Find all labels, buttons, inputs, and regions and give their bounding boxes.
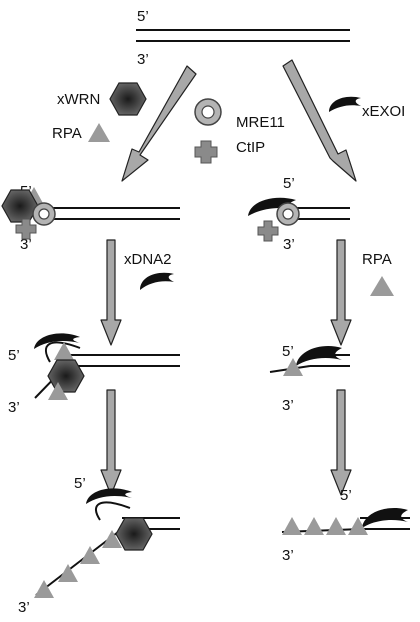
arrow-to-left-branch [121, 65, 197, 182]
right-stage2: 5’ 3’ [269, 343, 350, 414]
right-rpa-label: RPA [362, 251, 392, 268]
left-stage3: 5’ 3’ [18, 475, 180, 616]
exonuclease-crescent-icon [329, 96, 361, 112]
mre11-ring-icon [276, 202, 300, 226]
legend-rpa-label: RPA [52, 125, 82, 142]
right-arrow-1 [330, 239, 352, 346]
top-three-label: 3’ [137, 51, 149, 68]
ctip-cross-icon [257, 220, 279, 242]
exonuclease-crescent-icon [296, 346, 342, 366]
rpa-triangle-icon [304, 517, 324, 535]
right-stage3-five-label: 5’ [340, 487, 352, 504]
legend-xexoi-label: xEXOI [362, 103, 405, 120]
left-stage3-three-label: 3’ [18, 599, 30, 616]
legend-ctip-label: CtIP [236, 139, 265, 156]
helicase-hexagon-icon [109, 82, 147, 116]
mre11-ring-icon [32, 202, 56, 226]
exonuclease-crescent-icon [248, 197, 296, 216]
top-dna: 5’ 3’ [136, 8, 350, 68]
left-stage1-three-label: 3’ [20, 236, 32, 253]
right-stage3-three-label: 3’ [282, 547, 294, 564]
left-arrow-2 [100, 389, 122, 496]
rpa-triangle-icon [326, 517, 346, 535]
rpa-triangle-icon [88, 123, 110, 142]
left-dna2-label: xDNA2 [124, 251, 172, 268]
dna2-crescent-icon [34, 333, 80, 349]
left-stage1: 5’ 3’ [1, 183, 180, 253]
left-stage2-five-label: 5’ [8, 347, 20, 364]
legend-mre11-label: MRE11 [236, 114, 285, 131]
top-five-label: 5’ [137, 8, 149, 25]
exonuclease-crescent-icon [362, 508, 408, 528]
ctip-cross-icon [194, 140, 218, 164]
legend-xwrn-label: xWRN [57, 91, 100, 108]
right-stage1: 5’ 3’ [248, 175, 350, 253]
right-stage2-five-label: 5’ [282, 343, 294, 360]
helicase-hexagon-icon [115, 517, 153, 551]
left-stage2-three-label: 3’ [8, 399, 20, 416]
rpa-triangle-icon [370, 276, 394, 296]
mre11-ring-icon [194, 98, 222, 126]
rpa-triangle-icon [282, 517, 302, 535]
helicase-hexagon-icon [47, 359, 85, 393]
dna2-crescent-icon [140, 272, 174, 290]
left-arrow-1 [100, 239, 122, 346]
right-stage1-five-label: 5’ [283, 175, 295, 192]
right-arrow-2 [330, 389, 352, 496]
dna2-crescent-icon [86, 488, 132, 504]
legend: xWRN RPA MRE11 CtIP xEXOI [52, 82, 405, 164]
left-stage3-five-label: 5’ [74, 475, 86, 492]
right-stage3: 5’ 3’ [281, 487, 410, 564]
right-stage2-three-label: 3’ [282, 397, 294, 414]
rpa-triangle-icon [58, 564, 78, 582]
right-stage1-three-label: 3’ [283, 236, 295, 253]
arrow-to-right-branch [282, 59, 357, 182]
left-stage2: 5’ 3’ [8, 333, 180, 416]
